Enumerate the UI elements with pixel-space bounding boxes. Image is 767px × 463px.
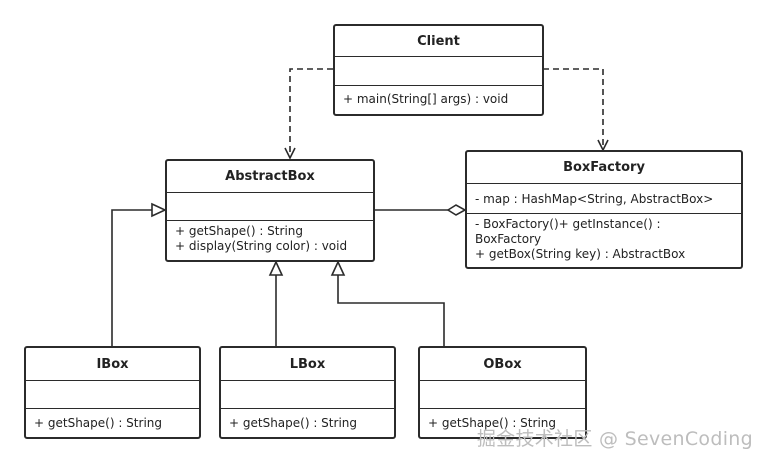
- class-boxfactory-name: BoxFactory: [467, 152, 741, 184]
- class-lbox-name: LBox: [221, 348, 394, 381]
- class-ibox-name: IBox: [26, 348, 199, 381]
- class-obox-attributes: [420, 381, 585, 409]
- watermark-text: 掘金技术社区 @ SevenCoding: [476, 428, 753, 450]
- class-lbox-attributes: [221, 381, 394, 409]
- ibox-op-getshape: + getShape() : String: [34, 416, 162, 430]
- class-obox: OBox + getShape() : String: [418, 346, 587, 439]
- dependency-client-boxfactory: [543, 68, 603, 150]
- client-op-main: + main(String[] args) : void: [343, 92, 509, 106]
- generalization-obox-triangle: [330, 260, 346, 276]
- class-client-operations: + main(String[] args) : void: [335, 86, 542, 107]
- class-client-attributes: [335, 57, 542, 86]
- class-obox-name: OBox: [420, 348, 585, 381]
- class-boxfactory-operations: - BoxFactory()+ getInstance() : BoxFacto…: [467, 214, 741, 262]
- generalization-obox: [337, 275, 445, 346]
- boxfactory-op-getbox: + getBox(String key) : AbstractBox: [475, 247, 686, 261]
- generalization-lbox-triangle: [268, 260, 284, 276]
- boxfactory-op-getinstance-return: BoxFactory: [475, 232, 542, 246]
- abstractbox-op-display: + display(String color) : void: [175, 239, 348, 253]
- dependency-client-abstractbox: [290, 68, 333, 158]
- aggregation-diamond: [446, 204, 467, 216]
- lbox-op-getshape: + getShape() : String: [229, 416, 357, 430]
- generalization-ibox-triangle: [151, 202, 167, 218]
- class-abstractbox-attributes: [167, 193, 373, 221]
- class-ibox-operations: + getShape() : String: [26, 409, 199, 431]
- class-ibox-attributes: [26, 381, 199, 409]
- obox-op-getshape: + getShape() : String: [428, 416, 556, 430]
- class-client: Client + main(String[] args) : void: [333, 24, 544, 116]
- abstractbox-op-getshape: + getShape() : String: [175, 224, 303, 238]
- class-client-name: Client: [335, 26, 542, 57]
- boxfactory-op-constructor: - BoxFactory()+ getInstance() :: [475, 217, 661, 231]
- class-abstractbox-operations: + getShape() : String + display(String c…: [167, 221, 373, 254]
- class-abstractbox-name: AbstractBox: [167, 161, 373, 193]
- class-ibox: IBox + getShape() : String: [24, 346, 201, 439]
- generalization-ibox: [111, 209, 152, 346]
- boxfactory-attr-map: - map : HashMap<String, AbstractBox>: [475, 191, 714, 206]
- class-boxfactory-attributes: - map : HashMap<String, AbstractBox>: [467, 184, 741, 214]
- class-abstractbox: AbstractBox + getShape() : String + disp…: [165, 159, 375, 262]
- class-lbox-operations: + getShape() : String: [221, 409, 394, 431]
- class-obox-operations: + getShape() : String: [420, 409, 585, 431]
- class-boxfactory: BoxFactory - map : HashMap<String, Abstr…: [465, 150, 743, 269]
- class-lbox: LBox + getShape() : String: [219, 346, 396, 439]
